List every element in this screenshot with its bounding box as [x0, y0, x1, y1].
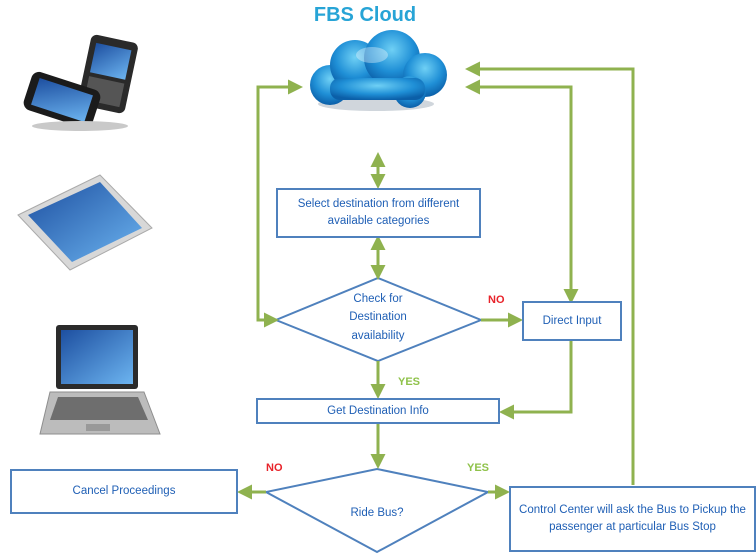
get-destination-info-box: Get Destination Info	[256, 398, 500, 424]
ride-bus-label: Ride Bus?	[350, 507, 404, 519]
cancel-proceedings-label: Cancel Proceedings	[72, 485, 176, 498]
connector-direct-cloud	[465, 79, 579, 304]
select-destination-box: Select destination from different availa…	[276, 188, 481, 238]
check-no-label: NO	[488, 294, 505, 306]
check-yes-label: YES	[398, 376, 421, 388]
cloud-icon	[310, 30, 447, 111]
check-availability-label: Check for Destination availability	[349, 293, 407, 342]
laptop-icon	[39, 325, 161, 435]
connector-check-cloud-left	[256, 79, 303, 328]
direct-input-label: Direct Input	[542, 314, 602, 327]
ride-bus-diamond	[263, 467, 491, 554]
connector-direct-info	[499, 341, 573, 420]
ride-yes-label: YES	[467, 462, 490, 474]
connector-control-cloud	[465, 61, 635, 485]
get-destination-info-label: Get Destination Info	[327, 404, 429, 417]
diagram-title: FBS Cloud	[313, 4, 417, 26]
direct-input-box: Direct Input	[522, 301, 622, 341]
select-destination-label: Select destination from different availa…	[297, 198, 460, 227]
phone-icon	[23, 34, 138, 131]
tablet-icon	[17, 174, 153, 271]
cancel-proceedings-box: Cancel Proceedings	[10, 469, 238, 514]
control-center-box: Control Center will ask the Bus to Picku…	[509, 486, 756, 552]
control-center-label: Control Center will ask the Bus to Picku…	[519, 504, 746, 533]
ride-no-label: NO	[266, 462, 283, 474]
